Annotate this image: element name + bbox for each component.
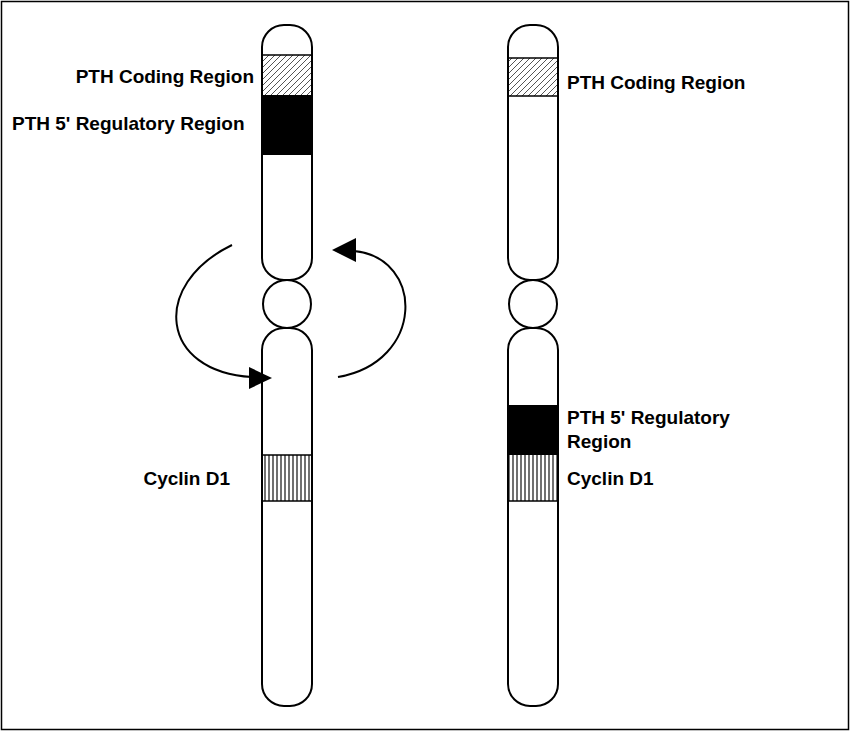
pth-coding-band [262,55,312,95]
arrowhead [249,367,272,389]
band-label: PTH 5' Regulatory Region [12,112,245,136]
original-chromosome [262,25,312,706]
centromere [263,280,311,328]
band-label: Cyclin D1 [567,467,654,491]
arrowhead [332,238,356,262]
cyclin-d1-band [262,455,312,501]
rearranged-chromosome [508,25,558,706]
centromere [509,280,557,328]
band-label: PTH Coding Region [567,71,745,95]
inversion-arrows [176,245,405,377]
band-label: PTH Coding Region [76,65,254,89]
pth-regulatory-band [508,405,558,455]
pth-coding-band [508,58,558,96]
pth-regulatory-band [262,95,312,155]
band-label: Cyclin D1 [143,467,230,491]
cyclin-d1-band [508,455,558,501]
band-label: PTH 5' Regulatory Region [567,406,792,454]
